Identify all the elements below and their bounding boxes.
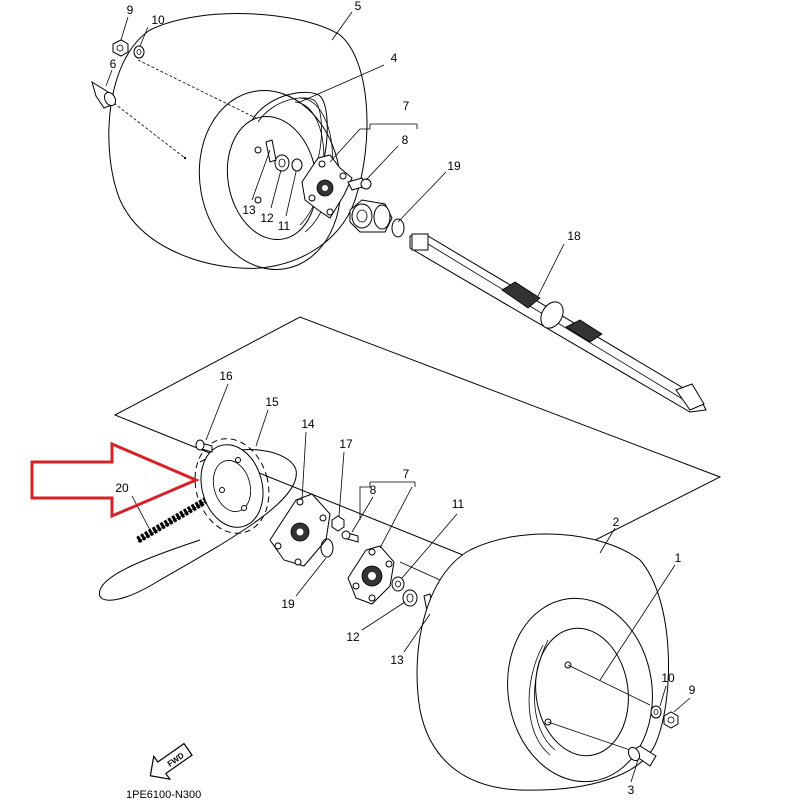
- callout-8-top: 8: [402, 133, 409, 147]
- axle-part-18: [409, 233, 707, 413]
- shield-part-4: [251, 91, 328, 179]
- callout-9-top: 9: [127, 3, 134, 17]
- oring-part-19-bottom: [320, 538, 334, 558]
- bolt-part-16: [195, 439, 213, 453]
- callout-14: 14: [301, 417, 315, 431]
- stud-part-6: [91, 80, 117, 109]
- callout-11-bottom: 11: [452, 497, 465, 511]
- bottom-wheel-assembly: [416, 533, 669, 791]
- callout-17: 17: [339, 437, 353, 451]
- sprocket-part-15: [194, 438, 270, 534]
- callout-12-top: 12: [260, 211, 274, 225]
- washer-part-10-top: [133, 45, 145, 59]
- top-tire: [108, 13, 368, 269]
- callout-7-top: 7: [403, 99, 410, 113]
- callout-9-bottom: 9: [689, 683, 696, 697]
- bottom-tire: [416, 533, 669, 791]
- bearing-housing-top: [349, 199, 393, 233]
- callout-16: 16: [219, 369, 233, 383]
- washer-part-11-top: [291, 158, 303, 172]
- assembly-boundary-frame: [113, 316, 722, 579]
- stud-part-3: [627, 745, 657, 767]
- callout-8-bottom: 8: [370, 483, 377, 497]
- nut-part-17: [331, 515, 345, 532]
- callout-numbers: 9 10 5 6 4 7 8 19 18 13 12 11 16 15 14 1…: [110, 0, 696, 797]
- callout-11-top: 11: [278, 219, 291, 233]
- callout-2: 2: [613, 515, 620, 529]
- pin-part-13-top: [265, 139, 277, 163]
- nut-part-12-bottom: [402, 589, 418, 607]
- highlight-arrow-icon: [30, 441, 200, 519]
- callout-3: 3: [628, 783, 635, 797]
- callout-13-top: 13: [242, 203, 256, 217]
- callout-1: 1: [675, 551, 682, 565]
- fwd-arrow-icon: FWD: [149, 742, 193, 781]
- callout-10-top: 10: [151, 13, 165, 27]
- hub-part-7-top: [301, 154, 353, 219]
- callout-13-bottom: 13: [390, 653, 404, 667]
- oring-part-19-top: [391, 218, 405, 238]
- callout-12-bottom: 12: [346, 630, 360, 644]
- callout-20: 20: [115, 481, 129, 495]
- drawing-code: 1PE6100-N300: [126, 789, 201, 800]
- callout-6: 6: [110, 57, 117, 71]
- chain-part-20: [98, 449, 297, 601]
- top-wheel-assembly: [91, 13, 405, 270]
- callout-18: 18: [567, 229, 581, 243]
- callout-7-bottom: 7: [403, 467, 410, 481]
- leader-lines: [105, 11, 691, 783]
- bolt-part-8-bottom: [341, 530, 359, 543]
- hub-part-7-bottom: [347, 545, 395, 605]
- nut-part-9-top: [112, 39, 129, 57]
- sprocket-hub-part-14: [269, 493, 331, 567]
- nut-part-12-top: [274, 154, 290, 172]
- callout-15: 15: [265, 395, 279, 409]
- callout-10-bottom: 10: [661, 671, 675, 685]
- callout-19-top: 19: [447, 159, 461, 173]
- bottom-tire-sidewall: [507, 597, 653, 783]
- bolt-part-8-top: [347, 177, 372, 191]
- callout-5: 5: [355, 0, 362, 13]
- washer-part-11-bottom: [391, 576, 405, 592]
- nut-part-9-bottom: [663, 711, 679, 729]
- callout-19-bottom: 19: [281, 597, 295, 611]
- bottom-rim: [535, 627, 629, 757]
- washer-part-10-bottom: [650, 705, 662, 719]
- callout-4: 4: [391, 51, 398, 65]
